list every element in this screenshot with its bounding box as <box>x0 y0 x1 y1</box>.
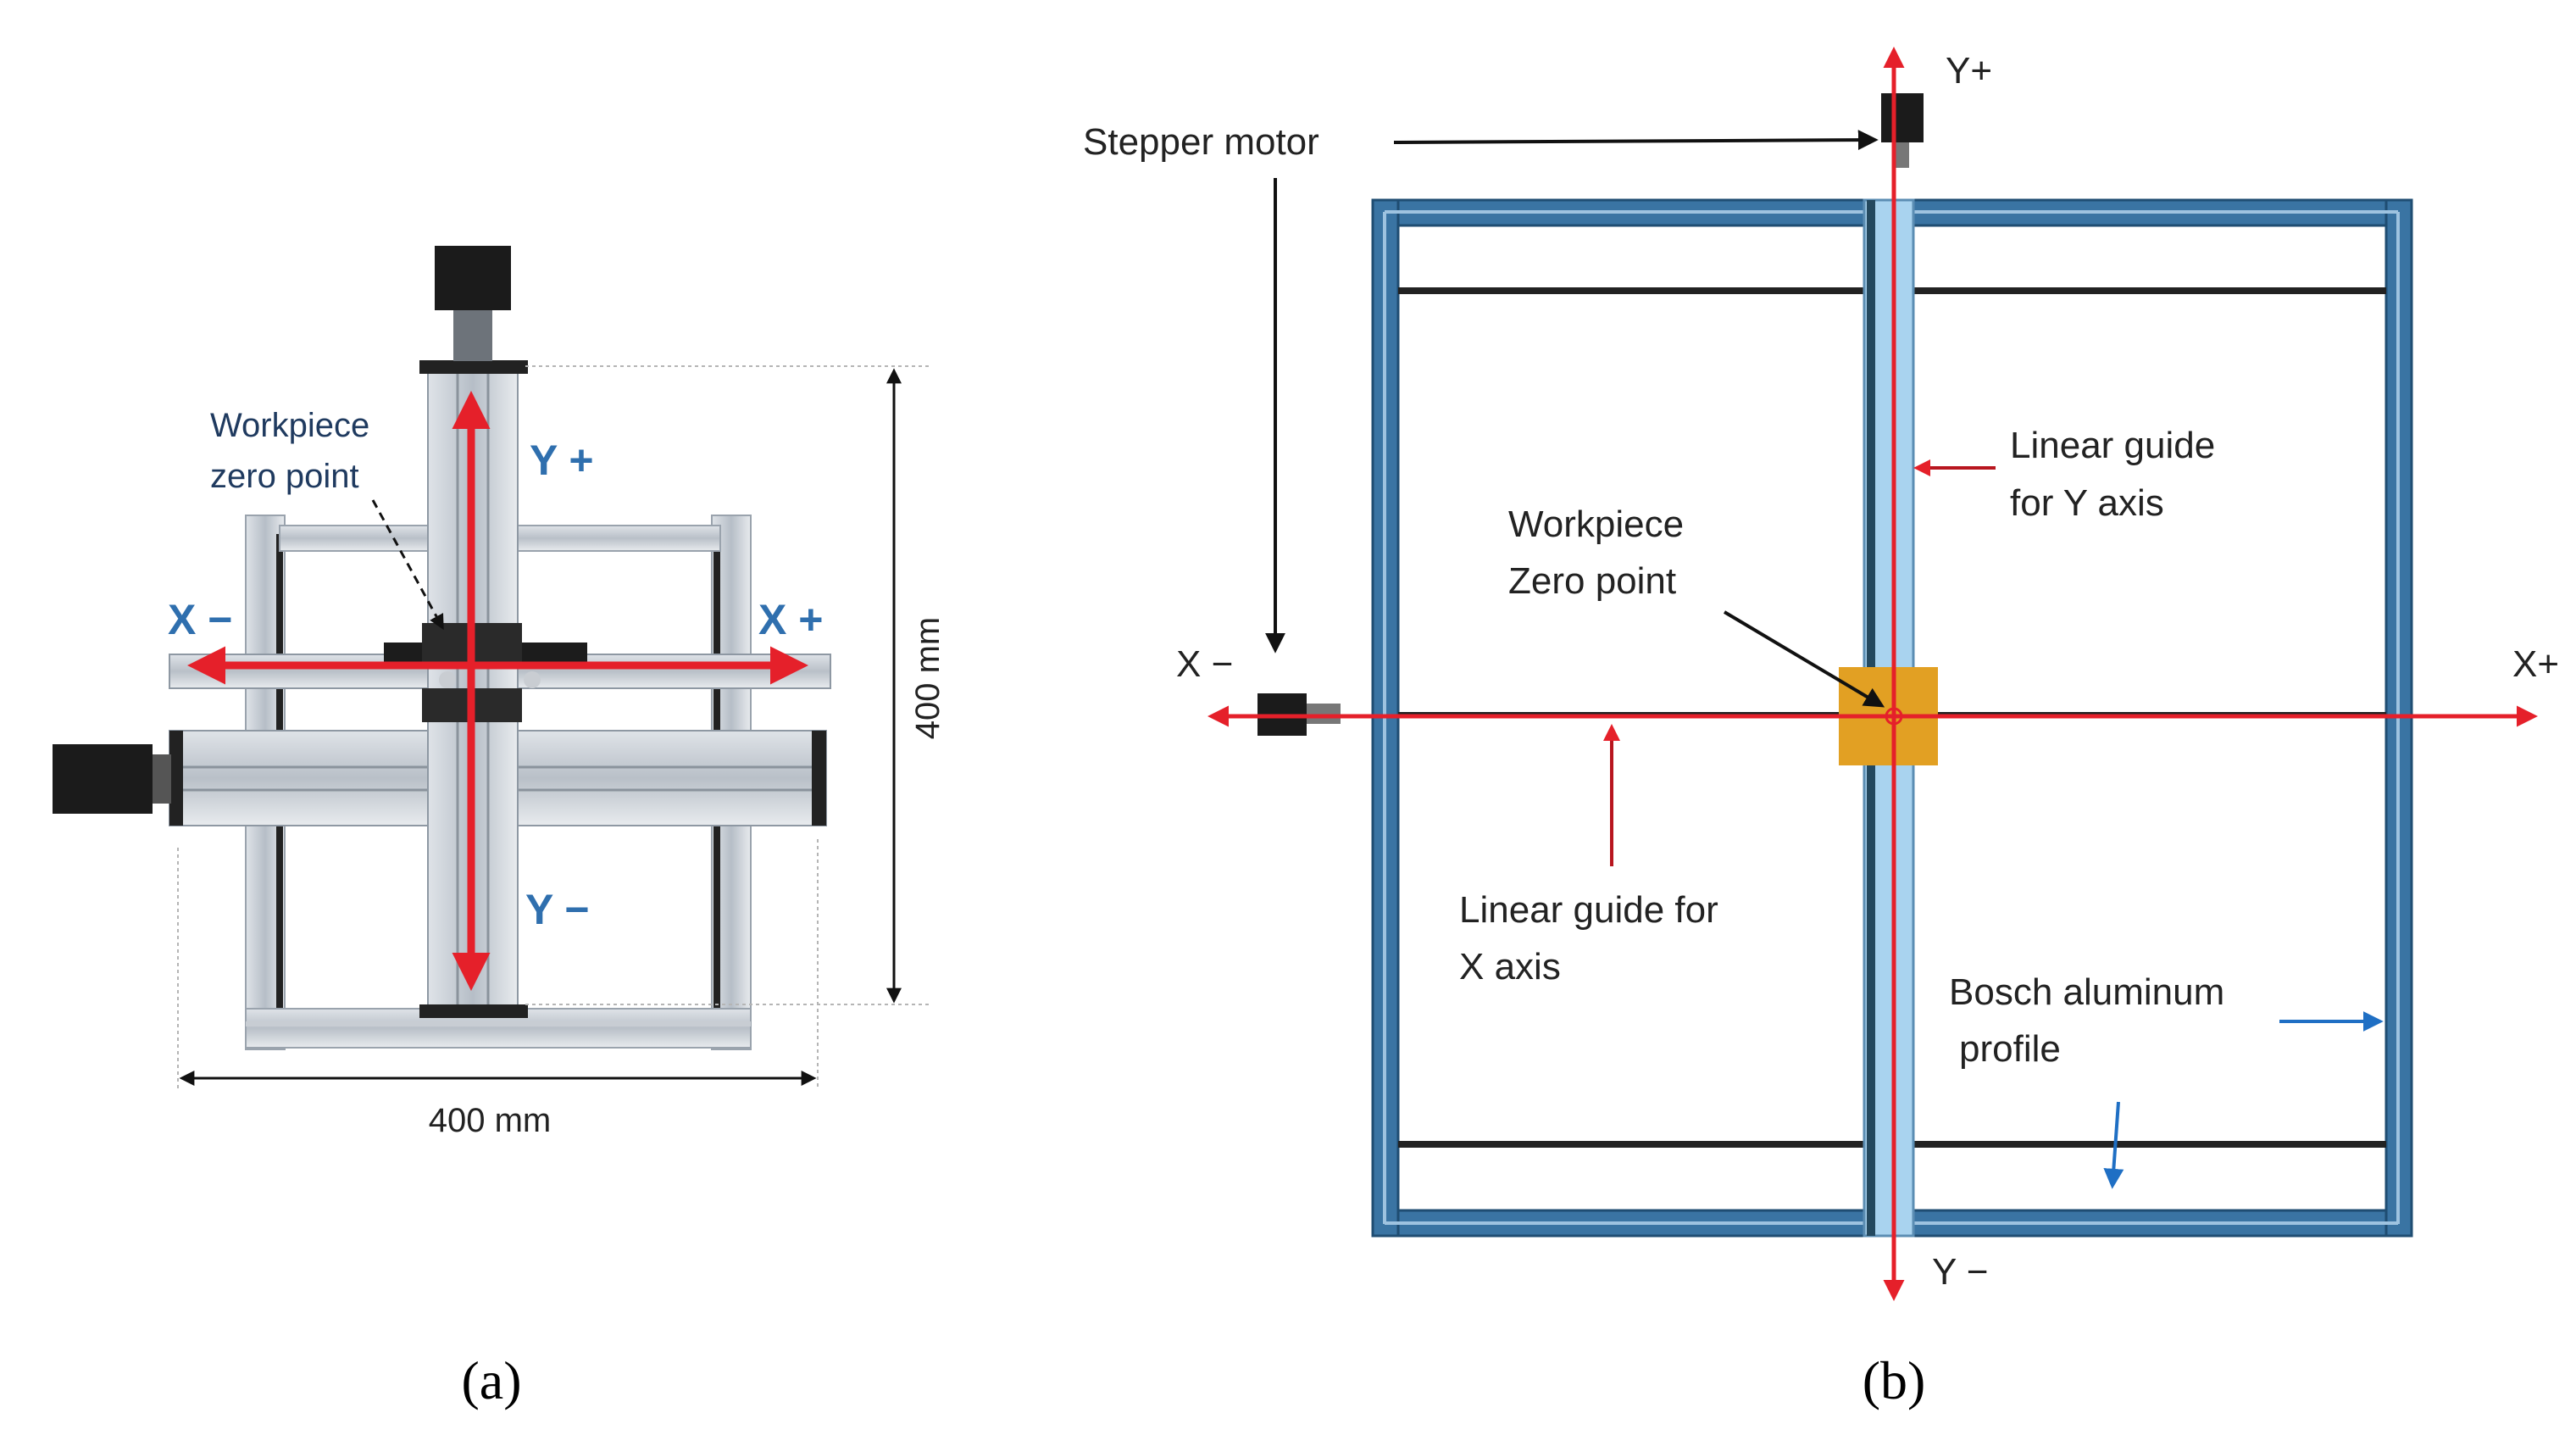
panel-b-guide-y-line2: for Y axis <box>2010 482 2164 524</box>
panel-b-profile-line2: profile <box>1959 1028 2061 1070</box>
panel-b: Y+ Y − X+ X − Stepper motor Linear guide… <box>1083 47 2559 1410</box>
stepper-arrow-right <box>1393 130 1879 151</box>
panel-b-guide-x-line2: X axis <box>1459 946 1561 987</box>
panel-b-zero-line2: Zero point <box>1508 560 1676 602</box>
panel-a-y-plus-label: Y + <box>530 437 594 484</box>
panel-a-zero-label-line2: zero point <box>210 458 359 495</box>
panel-b-y-plus-label: Y+ <box>1946 50 1992 92</box>
panel-a-zero-label-line1: Workpiece <box>210 407 369 444</box>
panel-a-caption: (a) <box>461 1350 521 1410</box>
y-stepper-motor-b <box>1881 93 1924 142</box>
zero-point-leader <box>371 499 444 631</box>
zero-point-arrow <box>1723 610 1885 708</box>
panel-b-x-plus-label: X+ <box>2512 643 2559 685</box>
panel-a-y-minus-label: Y − <box>525 886 590 933</box>
panel-a-dim-horizontal: 400 mm <box>429 1102 552 1139</box>
profile-arrow-down <box>2103 1101 2124 1189</box>
panel-b-x-minus-label: X − <box>1176 643 1233 685</box>
panel-a-x-plus-label: X + <box>758 596 823 643</box>
panel-b-stepper-label: Stepper motor <box>1083 121 1319 163</box>
panel-a: Y + Y − X + X − Workpiece zero point 400… <box>53 246 947 1410</box>
y-stepper-motor <box>435 246 511 310</box>
panel-a-dim-vertical: 400 mm <box>909 617 947 740</box>
panel-b-caption: (b) <box>1863 1350 1926 1410</box>
panel-b-profile-line1: Bosch aluminum <box>1949 971 2224 1013</box>
x-stepper-motor <box>53 744 153 814</box>
panel-b-guide-x-line1: Linear guide for <box>1459 889 1718 931</box>
zero-point-marker <box>1885 707 1903 726</box>
panel-b-zero-line1: Workpiece <box>1508 503 1684 545</box>
panel-b-guide-y-line1: Linear guide <box>2010 425 2215 466</box>
panel-a-x-minus-label: X − <box>168 596 232 643</box>
panel-b-y-minus-label: Y − <box>1932 1251 1988 1293</box>
